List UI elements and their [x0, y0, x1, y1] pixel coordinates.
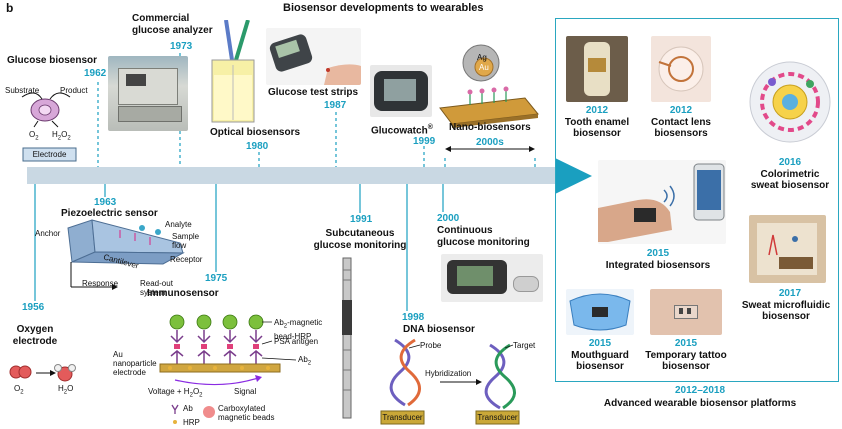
test-strip-photo [266, 28, 361, 85]
analyzer-photo [108, 56, 188, 131]
year-2017: 2017 [778, 288, 802, 299]
contact-lens-photo [651, 36, 711, 102]
year-1962: 1962 [84, 68, 107, 79]
legend-hrp: HRP [183, 418, 200, 427]
response-label: Response [82, 279, 119, 288]
wearables-frame [555, 18, 839, 382]
year-2016: 2016 [778, 157, 802, 168]
electrode-label: Electrode [32, 150, 67, 159]
nano-label: Nano-biosensors [449, 122, 531, 133]
product-label: Product [60, 86, 88, 95]
substrate-label: Substrate [5, 86, 40, 95]
target-label: Target [513, 341, 536, 350]
year-1998: 1998 [402, 312, 425, 323]
year-1973: 1973 [170, 41, 193, 52]
transducer-1-label: Transducer [382, 413, 423, 422]
piezo-label: Piezoelectric sensor [61, 208, 158, 219]
panel-letter: b [6, 1, 14, 15]
year-2012-tooth: 2012 [585, 105, 609, 116]
year-1987: 1987 [324, 100, 347, 111]
year-2000: 2000 [437, 213, 460, 224]
hybridization-label: Hybridization [425, 369, 472, 378]
tooth-photo [566, 36, 628, 102]
receptor-label: Receptor [170, 255, 203, 264]
integrated-label: Integrated biosensors [605, 260, 711, 271]
ab2-label: Ab2 [298, 355, 312, 367]
optical-sensor-photo [208, 20, 258, 125]
anchor-label: Anchor [35, 229, 61, 238]
signal-label: Signal [234, 387, 257, 396]
o2-label: O2 [29, 130, 39, 142]
analyte-label: Analyte [165, 220, 192, 229]
h2o-molecule-label: H2O [58, 384, 74, 396]
glucowatch-photo [370, 65, 432, 117]
tattoo-photo [650, 289, 722, 335]
test-strip-label: Glucose test strips [268, 87, 359, 98]
dna-label: DNA biosensor [403, 324, 475, 335]
o2-molecule-label: O2 [14, 384, 24, 396]
year-2000s: 2000s [476, 137, 504, 148]
year-2012-contact: 2012 [669, 105, 693, 116]
glucose-biosensor-label: Glucose biosensor [7, 55, 98, 66]
year-1975: 1975 [205, 273, 228, 284]
year-1956: 1956 [22, 302, 45, 313]
integrated-photo [598, 160, 726, 244]
year-1991: 1991 [350, 214, 373, 225]
year-2015-integrated: 2015 [646, 248, 670, 259]
probe-label: Probe [420, 341, 442, 350]
year-1999: 1999 [413, 136, 436, 147]
gold-label: Au [479, 63, 489, 72]
mouthguard-photo [566, 289, 634, 335]
wearable-caption: Advanced wearable biosensor platforms [603, 398, 797, 409]
immunosensor-label: Immunosensor [147, 288, 219, 299]
voltage-label: Voltage + H2O2 [148, 387, 203, 399]
h2o2-label: H2O2 [52, 130, 71, 142]
year-2015-tattoo: 2015 [674, 338, 698, 349]
year-1963: 1963 [94, 197, 117, 208]
transducer-2-label: Transducer [477, 413, 518, 422]
microfluidic-photo [749, 215, 826, 283]
glucowatch-label: Glucowatch® [371, 124, 433, 137]
legend-ab: Ab [183, 404, 193, 413]
year-1980: 1980 [246, 141, 269, 152]
figure-title: Biosensor developments to wearables [283, 2, 484, 14]
silver-label: Ag [477, 53, 487, 62]
psa-label: PSA antigen [274, 337, 319, 346]
cgm-device-photo [441, 254, 543, 302]
optical-label: Optical biosensors [210, 127, 301, 138]
year-2015-mouthguard: 2015 [588, 338, 612, 349]
wearable-period: 2012–2018 [674, 385, 726, 396]
